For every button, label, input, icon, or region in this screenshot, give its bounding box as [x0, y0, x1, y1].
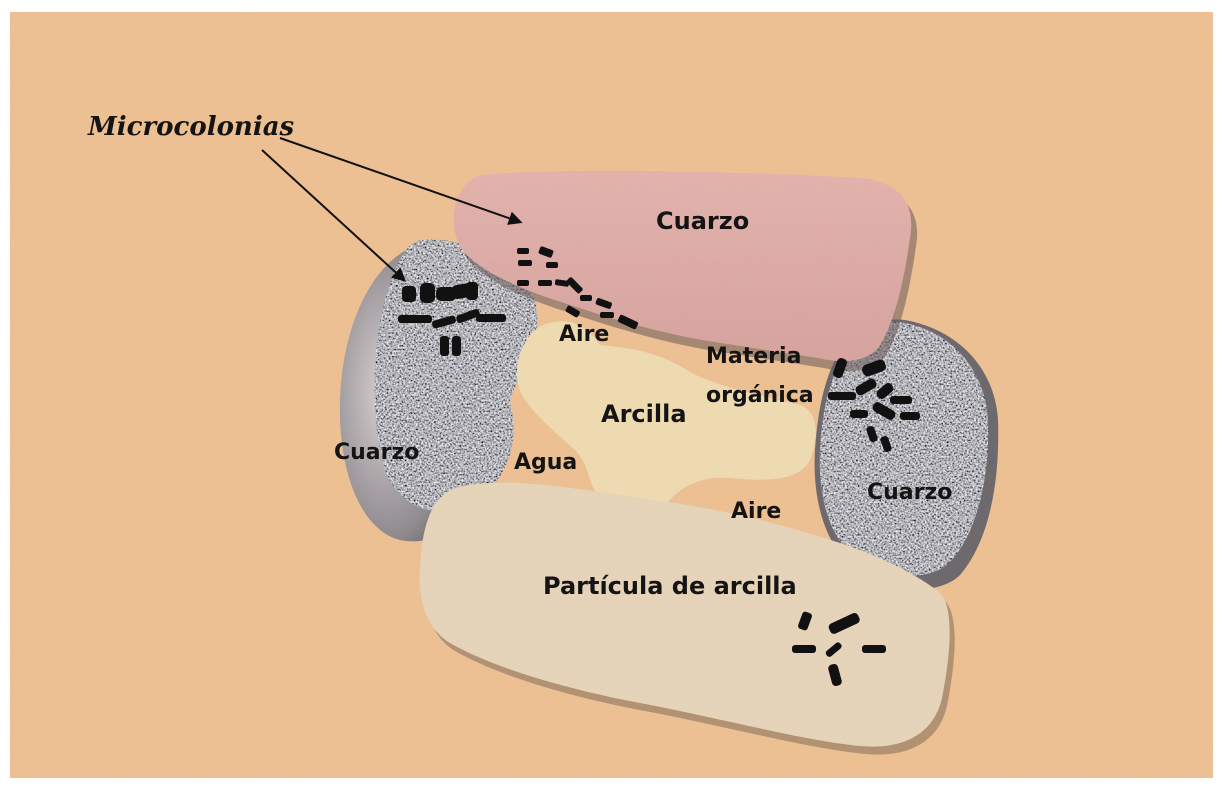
label-agua: Agua — [514, 450, 577, 475]
label-arcilla: Arcilla — [601, 400, 687, 428]
label-particula-de-arcilla: Partícula de arcilla — [543, 572, 797, 600]
label-cuarzo-left: Cuarzo — [334, 440, 419, 465]
label-aire-bottom: Aire — [731, 499, 781, 524]
label-aire-top: Aire — [559, 322, 609, 347]
label-microcolonias: Microcolonias — [87, 112, 295, 142]
label-materia-line2: orgánica — [706, 383, 814, 408]
label-cuarzo-right: Cuarzo — [867, 480, 952, 505]
label-materia-line1: Materia — [706, 344, 801, 369]
label-cuarzo-top: Cuarzo — [656, 207, 749, 235]
